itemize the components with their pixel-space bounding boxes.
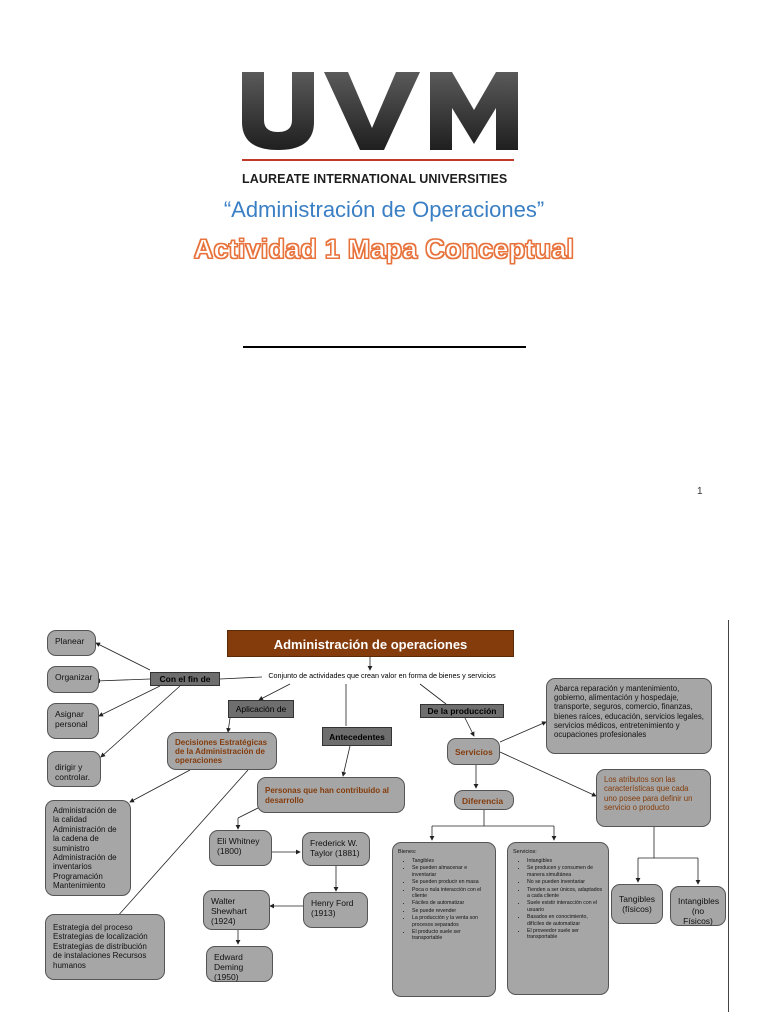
decisiones-list-2: Estrategia del proceso Estrategias de lo… [45, 914, 165, 980]
bienes-list: Bienes: TangiblesSe pueden almacenar e i… [392, 842, 496, 997]
logo-tagline: LAUREATE INTERNATIONAL UNIVERSITIES [242, 172, 508, 186]
bienes-item: Poca o nula interacción con el cliente [412, 887, 490, 900]
label-aplicacion-de: Aplicación de [228, 700, 294, 718]
servicios-item: Se producen y consumen de manera simultá… [527, 865, 603, 878]
logo-divider [242, 159, 514, 161]
servicios-items: IntangiblesSe producen y consumen de man… [513, 858, 603, 941]
bienes-item: El producto suele ser transportable [412, 929, 490, 942]
servicios-item: Intangibles [527, 858, 603, 864]
page-number: 1 [697, 486, 703, 497]
persona-henry-ford: Henry Ford (1913) [303, 892, 368, 928]
bienes-items: TangiblesSe pueden almacenar e inventari… [398, 858, 490, 942]
bienes-item: Tangibles [412, 858, 490, 864]
decisiones-estrategicas: Decisiones Estratégicas de la Administra… [167, 732, 277, 770]
bienes-item: Se pueden producir en masa [412, 879, 490, 885]
fin-planear: Planear [47, 630, 96, 656]
course-subtitle: “Administración de Operaciones” [223, 197, 545, 222]
fin-organizar: Organizar [47, 666, 99, 693]
decisiones-list-1: Administración de la calidad Administrac… [45, 800, 131, 896]
servicios-list: Servicios: IntangiblesSe producen y cons… [507, 842, 609, 995]
persona-deming: Edward Deming (1950) [206, 946, 273, 982]
servicios-item: Suele existir interacción con el usuario [527, 900, 603, 913]
persona-shewhart: Walter Shewhart (1924) [203, 890, 270, 930]
name-line [243, 346, 526, 348]
persona-taylor: Frederick W. Taylor (1881) [302, 832, 370, 866]
tangibles-node: Tangibles (físicos) [611, 884, 663, 924]
bienes-item: Se pueden almacenar e inventariar [412, 865, 490, 878]
definition-text: Conjunto de actividades que crean valor … [262, 671, 502, 680]
servicios-title: Servicios: [513, 849, 537, 855]
servicios-item: El proveedor suele ser transportable [527, 928, 603, 941]
servicios-item: No se pueden inventariar [527, 879, 603, 885]
fin-dirigir-controlar: dirigir y controlar. [47, 751, 101, 787]
label-con-el-fin-de: Con el fin de [150, 672, 220, 686]
bienes-title: Bienes: [398, 849, 417, 855]
label-de-la-produccion: De la producción [420, 704, 504, 718]
bienes-item: Fáciles de automatizar [412, 900, 490, 906]
intangibles-node: Intangibles (no Físicos) [670, 886, 726, 926]
uvm-logo [242, 72, 518, 150]
bienes-item: La producción y la venta son procesos se… [412, 915, 490, 928]
personas-desarrollo: Personas que han contribuido al desarrol… [257, 777, 405, 813]
bienes-item: Se puede revender [412, 908, 490, 914]
servicios-item: Basados en conocimiento, difíciles de au… [527, 914, 603, 927]
activity-title: Actividad 1 Mapa Conceptual [193, 233, 575, 264]
servicios-item: Tienden a ser únicos, adaptados a cada c… [527, 887, 603, 900]
map-title: Administración de operaciones [227, 630, 514, 657]
diferencia-node: Diferencia [454, 790, 514, 810]
label-antecedentes: Antecedentes [322, 727, 392, 746]
servicios-examples: Abarca reparación y mantenimiento, gobie… [546, 678, 712, 754]
atributos-node: Los atributos son las características qu… [596, 769, 711, 827]
servicios-node: Servicios [447, 738, 500, 765]
page-border [728, 620, 729, 1012]
fin-asignar-personal: Asignar personal [47, 703, 99, 739]
persona-eli-whitney: Eli Whitney (1800) [209, 830, 272, 866]
